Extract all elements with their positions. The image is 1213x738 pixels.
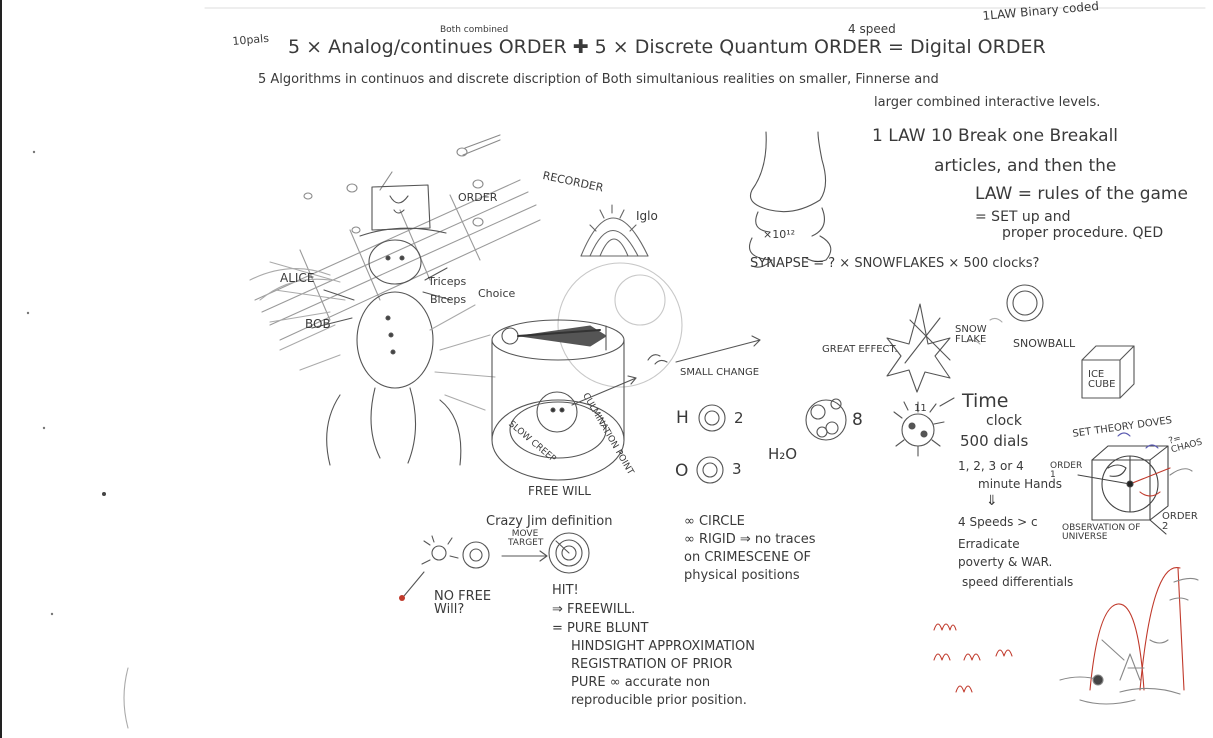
time-note-line-9: speed differentials (962, 576, 1073, 588)
circle-note-line-3: on CRIMESCENE OF (684, 551, 811, 564)
time-note-line-2: clock (986, 414, 1022, 428)
law-note-line-4: = SET up and (975, 210, 1070, 224)
label-iglo: Iglo (636, 210, 658, 222)
label-biceps: Biceps (430, 294, 466, 305)
corner-tag: 10pals (232, 33, 269, 47)
synapse-scale: ×10¹² (763, 229, 795, 240)
time-note-arrow: ⇓ (986, 494, 998, 508)
time-note-line-4: 1, 2, 3 or 4 (958, 460, 1024, 472)
label-choice: Choice (478, 288, 515, 299)
label-o: O (675, 463, 688, 480)
recorder-band (255, 180, 540, 340)
both-combined-note: Both combined (440, 26, 508, 35)
circle-note-line-4: physical positions (684, 569, 800, 582)
label-ice-cube: ICE CUBE (1088, 370, 1118, 390)
label-order: ORDER (458, 192, 497, 203)
label-two: 2 (734, 411, 744, 426)
label-triceps: Triceps (428, 276, 466, 287)
set-theory-box (1078, 433, 1170, 534)
label-no-free-will: NO FREE Will? (434, 590, 494, 616)
label-free-will: FREE WILL (528, 485, 591, 497)
synapse-sketch (750, 132, 831, 267)
speed-note: 4 speed (848, 23, 896, 35)
subtitle-line-1: 5 Algorithms in continuos and discrete d… (258, 73, 939, 86)
law-note-line-2: articles, and then the (934, 158, 1116, 175)
time-note-line-1: Time (962, 392, 1009, 411)
label-freewill-result: ⇒ FREEWILL. (552, 603, 635, 616)
label-great-effect: GREAT EFFECT. (822, 345, 898, 355)
label-hit: HIT! (552, 584, 579, 597)
small-change-arrow (648, 336, 760, 364)
label-h2o: H₂O (768, 447, 797, 462)
circle-note-line-2: ∞ RIGID ⇒ no traces (684, 533, 816, 546)
synapse-formula: SYNAPSE = ? × SNOWFLAKES × 500 clocks? (750, 257, 1039, 270)
label-eight: 8 (852, 412, 863, 429)
label-reproducible: reproducible prior position. (571, 694, 747, 707)
law-note-line-5: proper procedure. QED (1002, 226, 1163, 240)
label-bob: BOB (305, 318, 331, 330)
h2o-molecule (697, 399, 846, 483)
page-title: 5 × Analog/continues ORDER ✚ 5 × Discret… (288, 38, 1046, 57)
time-note-line-7: Erradicate (958, 538, 1020, 550)
law-note-line-1: 1 LAW 10 Break one Breakall (872, 128, 1118, 145)
ground-scribbles (1060, 469, 1198, 704)
label-pure-blunt: = PURE BLUNT (552, 622, 648, 635)
label-snowball: SNOWBALL (1013, 338, 1075, 349)
label-snow-flake: SNOW FLAKE (955, 325, 995, 345)
label-alice: ALICE (280, 272, 314, 284)
set-theory-order-2: ORDER 2 (1162, 512, 1198, 532)
circle-note-line-1: ∞ CIRCLE (684, 515, 745, 528)
label-move-target: MOVE TARGET (508, 530, 542, 548)
law-note-line-3: LAW = rules of the game (975, 186, 1188, 203)
time-note-line-6: 4 Speeds > c (958, 516, 1038, 528)
label-registration: REGISTRATION OF PRIOR (571, 658, 732, 671)
set-theory-order-1: ORDER 1 (1050, 462, 1080, 480)
time-note-line-3: 500 dials (960, 434, 1028, 449)
label-pure-accurate: PURE ∞ accurate non (571, 676, 710, 689)
subtitle-line-2: larger combined interactive levels. (874, 96, 1100, 109)
faint-circles (558, 263, 682, 387)
label-small-change: SMALL CHANGE (680, 368, 759, 378)
crazy-jim-definition: Crazy Jim definition (486, 515, 612, 528)
label-three: 3 (732, 462, 742, 477)
time-note-line-8: poverty & WAR. (958, 556, 1052, 568)
set-theory-observation: OBSERVATION OF UNIVERSE (1062, 524, 1152, 542)
snowball-sketch (1007, 285, 1043, 321)
label-h: H (676, 410, 689, 427)
label-hindsight: HINDSIGHT APPROXIMATION (571, 640, 755, 653)
label-eleven: 11 (914, 404, 927, 414)
